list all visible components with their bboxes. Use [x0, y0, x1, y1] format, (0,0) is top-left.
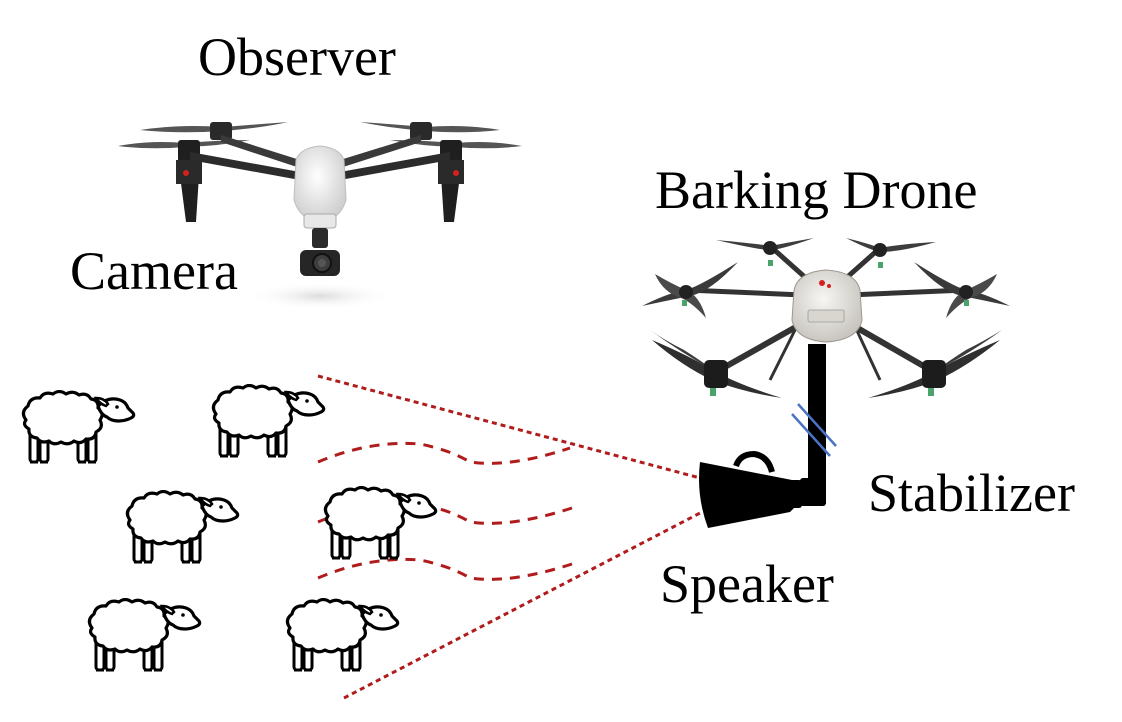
observer-drone — [118, 122, 522, 310]
sheep-flock — [21, 384, 438, 672]
stabilizer-mark — [797, 403, 837, 447]
stabilizer-mark — [791, 413, 831, 457]
observer-label: Observer — [198, 27, 396, 87]
hexacopter-icon — [642, 238, 1010, 398]
sound-wave — [317, 501, 573, 525]
barking-drone — [642, 238, 1010, 506]
stabilizer — [791, 344, 837, 506]
sound-wave — [317, 441, 571, 465]
barking-drone-label: Barking Drone — [655, 160, 978, 220]
sound-cone-lower — [343, 510, 703, 700]
sheep-icon — [211, 384, 326, 458]
sheep-icon — [323, 486, 438, 560]
sheep-icon — [87, 598, 202, 672]
stabilizer-label: Stabilizer — [868, 463, 1075, 523]
sound-waves — [317, 374, 703, 700]
sheep-icon — [285, 598, 400, 672]
sheep-icon — [21, 390, 136, 464]
sound-wave — [317, 557, 573, 581]
sheep-icon — [125, 490, 240, 564]
camera-label: Camera — [70, 241, 238, 301]
megaphone-icon — [699, 450, 802, 528]
quadcopter-icon — [118, 122, 522, 276]
drone-shadow — [248, 282, 392, 310]
sound-cone-upper — [317, 374, 701, 480]
speaker-label: Speaker — [660, 554, 834, 614]
